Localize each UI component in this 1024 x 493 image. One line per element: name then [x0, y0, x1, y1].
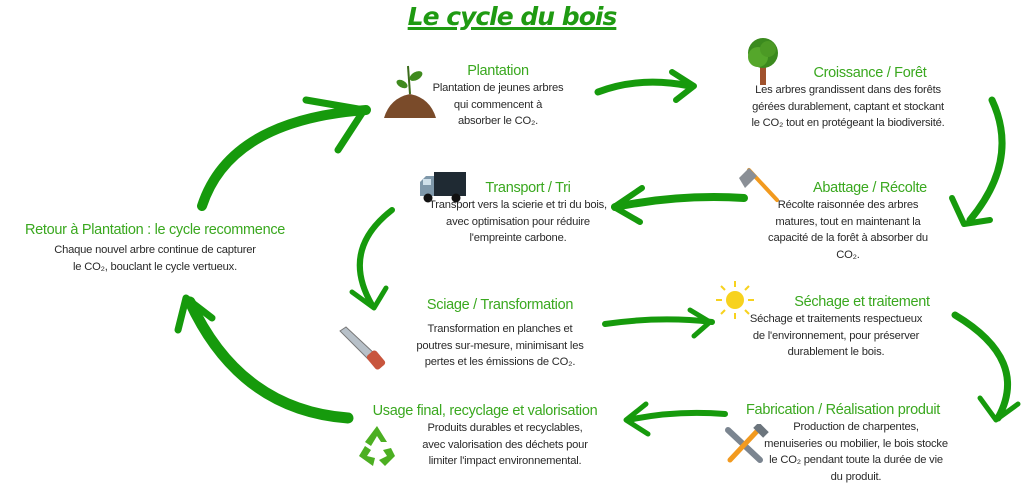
step-title: Plantation	[467, 63, 529, 79]
step-description: Plantation de jeunes arbres qui commence…	[432, 82, 564, 128]
step-description: Séchage et traitements respectueux de l'…	[749, 313, 923, 359]
step-title: Sciage / Transformation	[426, 297, 574, 313]
step-plantation: Plantation Plantation de jeunes arbres q…	[433, 63, 564, 130]
arrow-abattage-to-transport	[611, 185, 748, 225]
step-title: Transport / Tri	[485, 180, 571, 196]
step-transport: Transport / Tri Transport vers la scieri…	[429, 180, 607, 247]
step-description: Production de charpentes, menuiseries ou…	[764, 421, 948, 483]
axe-icon	[739, 168, 779, 202]
arrow-fabrication-to-usage	[623, 401, 728, 437]
arrow-croissance-to-abattage	[949, 96, 1006, 227]
arrow-plantation-to-croissance	[594, 69, 697, 103]
step-usage: Usage final, recyclage et valorisation P…	[373, 403, 598, 470]
step-title: Séchage et traitement	[794, 294, 930, 310]
step-title: Fabrication / Réalisation produit	[745, 402, 941, 418]
tree-icon	[748, 38, 778, 85]
diagram-title: Le cycle du bois	[0, 2, 1024, 31]
step-description: Transformation en planches et poutres su…	[416, 323, 584, 369]
recycle-icon	[359, 426, 395, 466]
arrow-transport-to-sciage	[349, 207, 395, 311]
step-title: Croissance / Forêt	[813, 65, 927, 81]
step-sciage: Sciage / Transformation Transformation e…	[416, 297, 583, 371]
arrow-usage-to-retour	[174, 294, 354, 424]
step-sechage: Séchage et traitement Séchage et traitem…	[742, 294, 930, 361]
truck-icon	[420, 172, 466, 203]
arrow-sciage-to-sechage	[602, 307, 715, 339]
step-description: Produits durables et recyclables, avec v…	[422, 422, 588, 468]
step-fabrication: Fabrication / Réalisation produit Produc…	[746, 402, 948, 485]
step-retour: Retour à Plantation : le cycle recommenc…	[25, 222, 285, 275]
step-description: Chaque nouvel arbre continue de capturer…	[54, 244, 256, 273]
arrow-sechage-to-fabrication	[951, 311, 1021, 423]
step-description: Les arbres grandissent dans des forêts g…	[751, 84, 945, 130]
step-title: Retour à Plantation : le cycle recommenc…	[24, 222, 286, 238]
step-description: Récolte raisonnée des arbres matures, to…	[768, 199, 928, 261]
step-description: Transport vers la scierie et tri du bois…	[429, 199, 607, 245]
arrow-retour-to-plantation	[197, 96, 371, 211]
title-text: Le cycle du bois	[407, 2, 618, 31]
step-abattage: Abattage / Récolte Récolte raisonnée des…	[768, 180, 928, 263]
step-title: Usage final, recyclage et valorisation	[372, 403, 598, 419]
tools-icon	[725, 424, 769, 463]
sun-icon	[716, 281, 754, 319]
step-croissance: Croissance / Forêt Les arbres grandissen…	[751, 65, 944, 132]
sprout-icon	[384, 65, 436, 118]
step-title: Abattage / Récolte	[813, 180, 927, 196]
saw-icon	[339, 326, 386, 370]
